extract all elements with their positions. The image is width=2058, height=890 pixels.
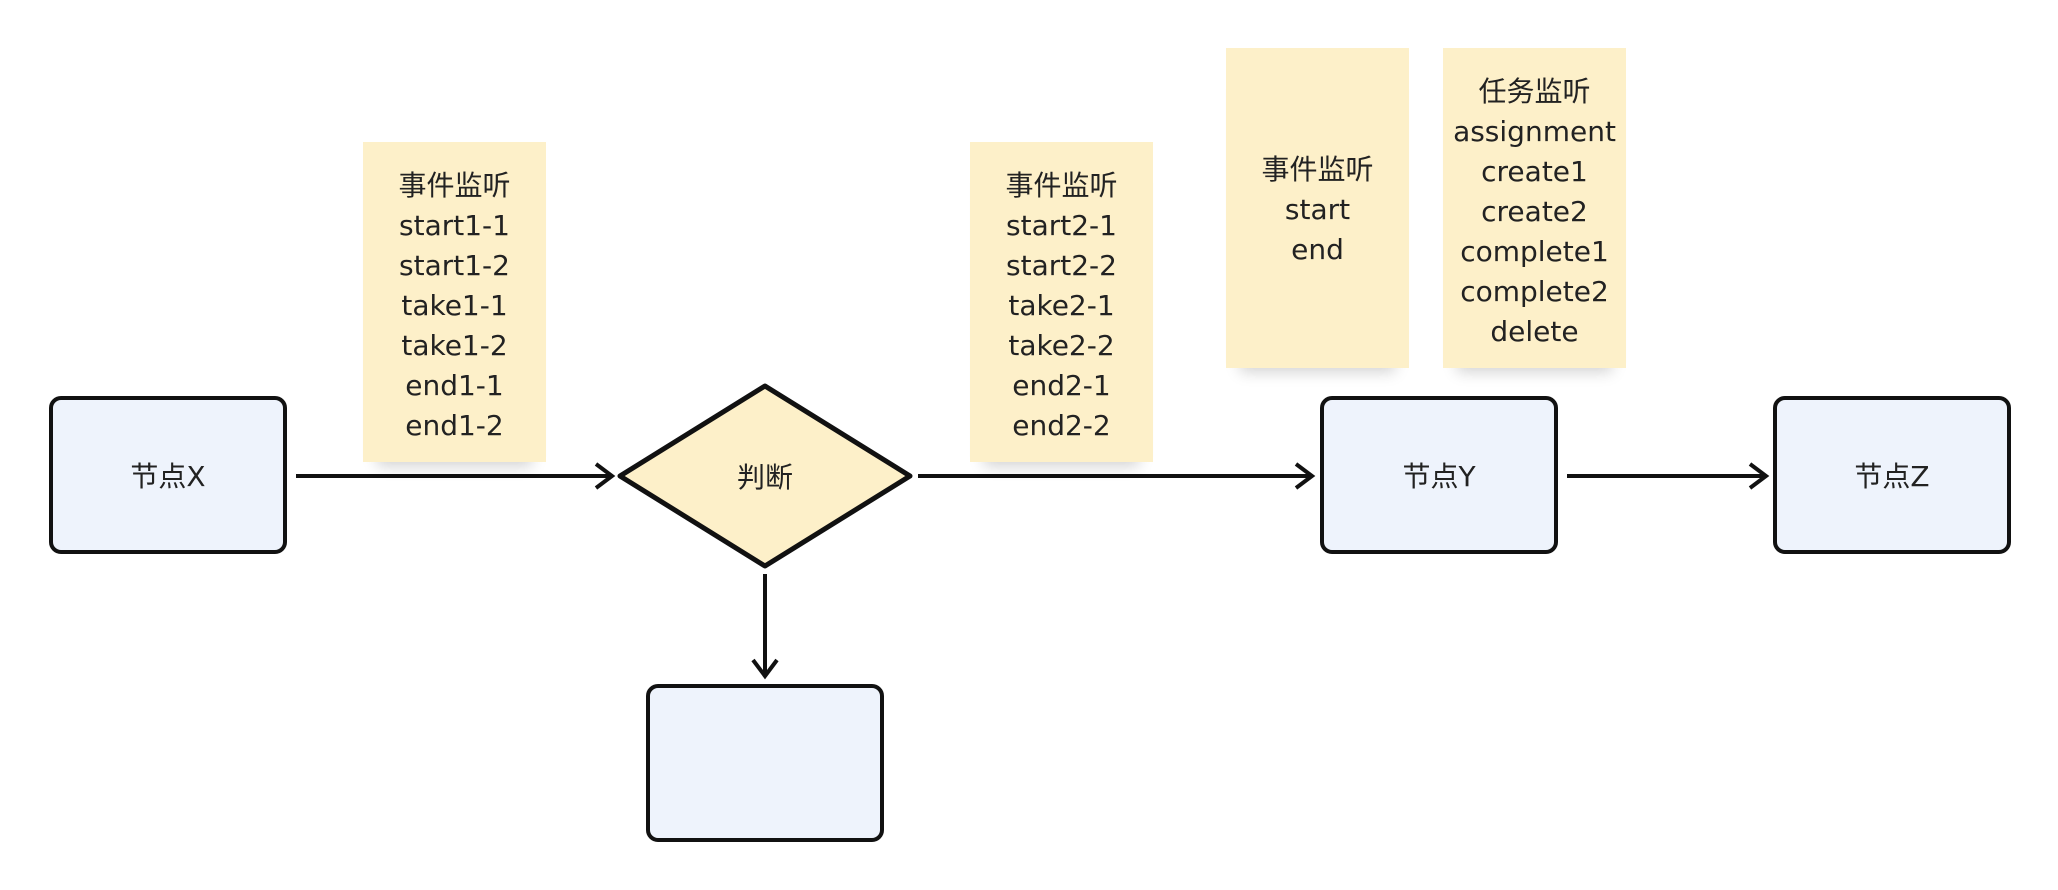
note-line: start2-2 — [1006, 249, 1117, 282]
node-x[interactable]: 节点X — [49, 396, 287, 554]
note-line: 事件监听 — [1261, 153, 1374, 186]
decision-label: 判断 — [736, 461, 794, 494]
node-x-label: 节点X — [130, 460, 206, 493]
note-line: take1-1 — [401, 289, 508, 322]
note-line: take1-2 — [401, 329, 508, 362]
note-line: end1-2 — [405, 409, 504, 442]
branch-node[interactable] — [646, 684, 884, 842]
note-line: take2-1 — [1008, 289, 1115, 322]
node-y-label: 节点Y — [1402, 460, 1476, 493]
note-line: end1-1 — [405, 369, 504, 402]
note-line: 事件监听 — [398, 169, 511, 202]
node-z-label: 节点Z — [1854, 460, 1930, 493]
decision-diamond-shape — [617, 383, 913, 569]
node-z[interactable]: 节点Z — [1773, 396, 2011, 554]
note-line: start — [1284, 193, 1351, 226]
arrowhead-icon — [751, 658, 779, 680]
note-line: create2 — [1481, 195, 1588, 228]
note-line: 任务监听 — [1478, 75, 1591, 108]
sticky-note-event-listener-3: 事件监听 start end — [1226, 48, 1409, 368]
note-line: start1-2 — [399, 249, 510, 282]
note-line: take2-2 — [1008, 329, 1115, 362]
sticky-note-event-listener-1: 事件监听 start1-1 start1-2 take1-1 take1-2 e… — [363, 142, 546, 462]
note-line: start1-1 — [399, 209, 510, 242]
note-line: 事件监听 — [1005, 169, 1118, 202]
note-line: delete — [1490, 315, 1579, 348]
sticky-note-event-listener-2: 事件监听 start2-1 start2-2 take2-1 take2-2 e… — [970, 142, 1153, 462]
note-line: end2-2 — [1012, 409, 1111, 442]
note-line: assignment — [1453, 115, 1616, 148]
arrowhead-icon — [594, 462, 616, 490]
note-line: start2-1 — [1006, 209, 1117, 242]
sticky-note-task-listener: 任务监听 assignment create1 create2 complete… — [1443, 48, 1626, 368]
note-line: end — [1291, 233, 1344, 266]
note-line: complete1 — [1460, 235, 1609, 268]
note-line: end2-1 — [1012, 369, 1111, 402]
note-line: complete2 — [1460, 275, 1609, 308]
arrowhead-icon — [1748, 462, 1770, 490]
note-line: create1 — [1481, 155, 1588, 188]
arrowhead-icon — [1294, 462, 1316, 490]
node-y[interactable]: 节点Y — [1320, 396, 1558, 554]
